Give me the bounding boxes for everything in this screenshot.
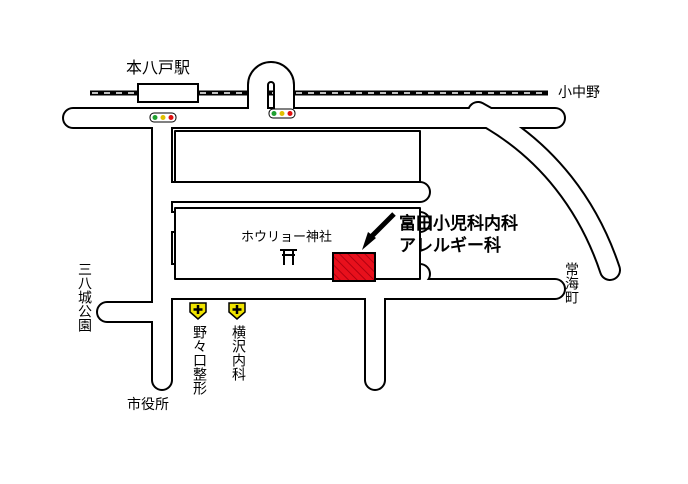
clinic-building <box>332 252 376 282</box>
clinic-department: アレルギー科 <box>399 236 501 256</box>
nonoguchi-label: 野々口整形 <box>191 325 207 395</box>
traffic-light-icon <box>149 112 177 123</box>
clinic-name: 富田小児科内科 <box>399 214 518 234</box>
sanhachi-park-label: 三八城公園 <box>76 262 92 332</box>
yokosawa-label: 横沢内科 <box>230 325 246 381</box>
station-building <box>137 83 199 103</box>
station-label: 本八戸駅 <box>126 58 191 77</box>
medical-cross-icon <box>189 302 207 320</box>
shrine-label: ホウリョー神社 <box>241 230 333 245</box>
jokai-label: 常海町 <box>563 262 579 304</box>
road-network <box>62 61 621 391</box>
konakano-label: 小中野 <box>558 85 600 101</box>
cityhall-label: 市役所 <box>127 397 169 413</box>
arrow-icon <box>362 212 396 250</box>
torii-icon <box>280 249 297 265</box>
medical-cross-icon <box>228 302 246 320</box>
traffic-light-icon <box>268 108 296 119</box>
